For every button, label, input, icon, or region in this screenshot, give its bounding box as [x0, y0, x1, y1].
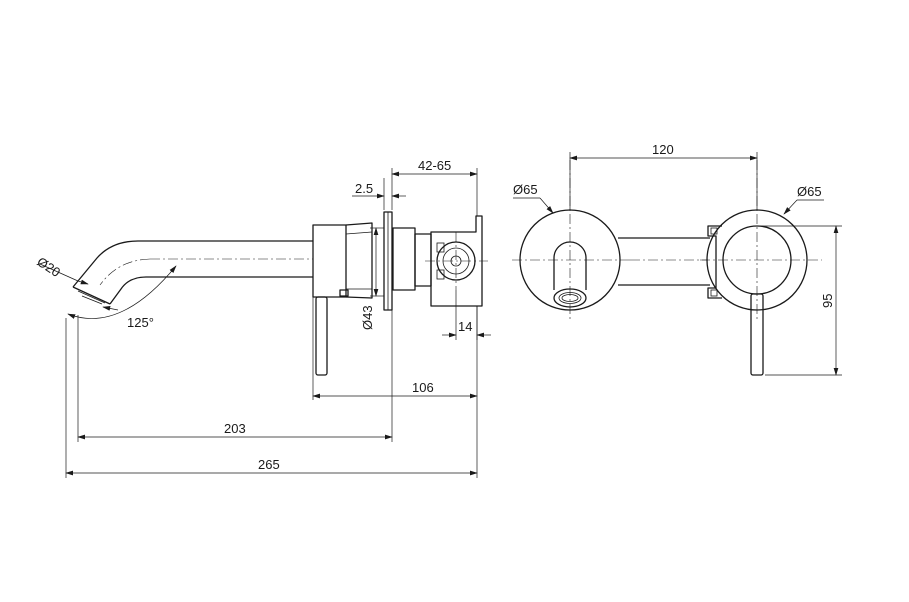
- wall-flange: [383, 211, 393, 311]
- depth-range-label: 42-65: [418, 158, 451, 173]
- valve-body: [392, 215, 488, 307]
- centers-label: 120: [652, 142, 674, 157]
- body-diameter-label: Ø43: [360, 305, 375, 330]
- mounting-brackets: [707, 225, 722, 299]
- front-dimensions: 120 Ø65 Ø65 95: [513, 142, 842, 376]
- spout-angle-label: 125°: [127, 315, 154, 330]
- body-offset-label: 14: [458, 319, 472, 334]
- handle-to-wall-label: 106: [412, 380, 434, 395]
- overall-length-label: 265: [258, 457, 280, 472]
- flange-thickness-label: 2.5: [355, 181, 373, 196]
- spout: [72, 240, 313, 305]
- height-label: 95: [820, 294, 835, 308]
- mixer-body: [312, 222, 373, 299]
- spout-diameter-label: Ø20: [34, 254, 63, 280]
- side-view: Ø20 125° 2.5 42-65 Ø43 14: [34, 158, 491, 478]
- handle-lever: [315, 296, 328, 376]
- right-plate-diameter-label: Ø65: [797, 184, 822, 199]
- left-plate-diameter-label: Ø65: [513, 182, 538, 197]
- front-view: 120 Ø65 Ø65 95: [512, 142, 842, 376]
- connecting-body: [618, 237, 710, 286]
- spout-projection-label: 203: [224, 421, 246, 436]
- side-dimensions: Ø20 125° 2.5 42-65 Ø43 14: [34, 158, 491, 478]
